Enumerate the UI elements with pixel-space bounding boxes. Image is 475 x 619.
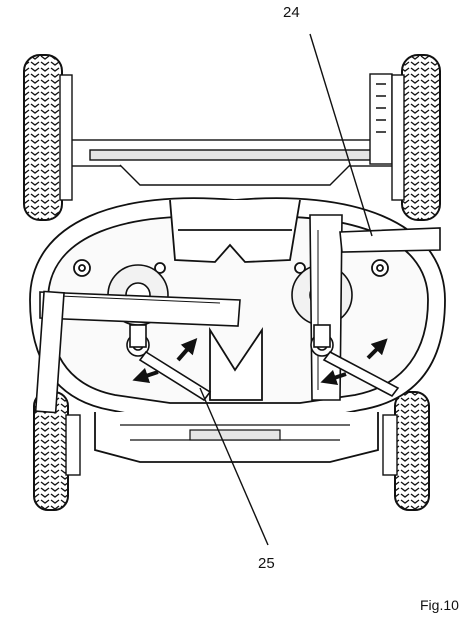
- rear-left-wheel: [23, 54, 73, 221]
- front-left-wheel: [33, 391, 81, 511]
- wrench-left: [126, 324, 212, 402]
- leader-lines: [199, 33, 373, 546]
- front-right-wheel: [382, 391, 430, 511]
- wrench-right: [310, 324, 400, 398]
- rear-right-wheel: [391, 54, 441, 221]
- leader-25: [199, 387, 269, 546]
- left-blade: [34, 264, 241, 414]
- arrow-left-side: [132, 367, 159, 384]
- callout-25-label: 25: [258, 555, 275, 572]
- arrow-right-up: [366, 338, 388, 360]
- leader-24: [309, 33, 373, 237]
- arrow-left-up: [176, 337, 198, 362]
- callout-24-label: 24: [283, 4, 300, 21]
- rear-frame: [69, 73, 401, 186]
- rotation-arrows: [132, 337, 388, 386]
- figure-caption: Fig.10: [420, 597, 459, 613]
- arrow-right-side: [320, 369, 347, 386]
